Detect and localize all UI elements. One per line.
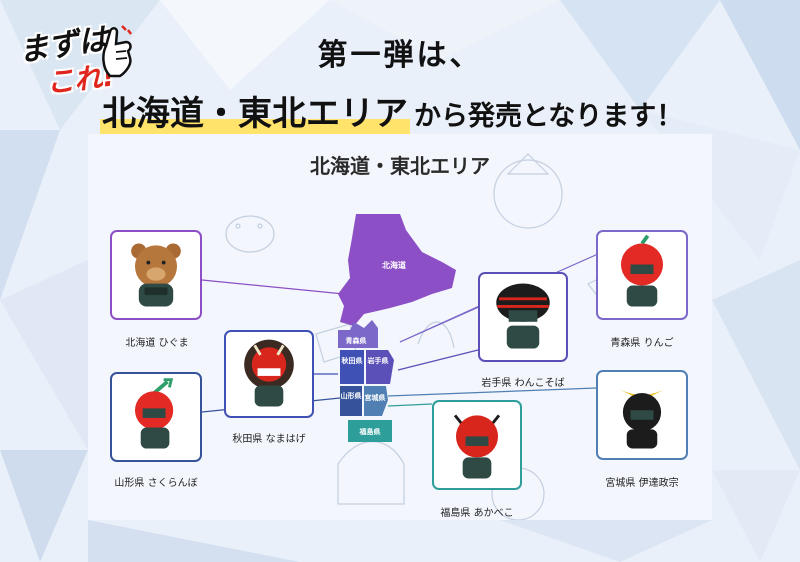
- region-fukushima: [348, 420, 392, 442]
- product-card-datemasamune[interactable]: [596, 370, 688, 460]
- caption-akabeko: 福島県 あかべこ: [440, 508, 514, 519]
- region-iwate: [366, 350, 394, 384]
- wankosoba-mascot-icon: [496, 283, 550, 349]
- connector-iwate: [397, 349, 479, 371]
- tohoku-map: 北海道 青森県 秋田県 岩手県 山形県 宮城県 福島県: [201, 153, 629, 520]
- headline-release-area: 北海道・東北エリアから発売となります！: [100, 86, 780, 135]
- product-card-namahage[interactable]: [224, 330, 314, 418]
- connector-miyagi: [387, 387, 597, 397]
- product-card-higuma[interactable]: [110, 230, 202, 320]
- headline-rest: から発売となります！: [414, 101, 684, 132]
- cherry-mascot-icon: [134, 378, 174, 449]
- namahage-mascot-icon: [244, 339, 294, 407]
- region-label-yamagata: 山形県: [341, 391, 362, 400]
- product-card-sakuranbo[interactable]: [110, 372, 202, 462]
- product-card-akabeko[interactable]: [432, 400, 522, 490]
- region-akita: [340, 350, 364, 384]
- panel-title: 北海道・東北エリア: [310, 154, 490, 178]
- caption-namahage: 秋田県 なまはげ: [232, 434, 306, 445]
- region-label-hokkaido: 北海道: [382, 260, 406, 270]
- product-card-ringo[interactable]: [596, 230, 688, 320]
- region-label-akita: 秋田県: [342, 356, 363, 365]
- connector-hokkaido: [201, 279, 345, 295]
- bear-mascot-icon: [131, 243, 181, 307]
- area-panel: 北海道 青森県 秋田県 岩手県 山形県 宮城県 福島県 北海道・東北エリア 北海: [88, 134, 712, 520]
- headline-highlight: 北海道・東北エリア: [100, 94, 410, 134]
- region-label-aomori: 青森県: [346, 336, 367, 345]
- region-hokkaido: [338, 214, 456, 326]
- caption-higuma: 北海道 ひぐま: [125, 338, 189, 349]
- region-label-fukushima: 福島県: [359, 427, 381, 436]
- caption-ringo: 青森県 りんご: [610, 338, 674, 349]
- caption-wankosoba: 岩手県 わんこそば: [481, 378, 565, 389]
- region-aomori: [338, 320, 378, 348]
- caption-datemasamune: 宮城県 伊達政宗: [605, 478, 679, 489]
- akabeko-mascot-icon: [453, 414, 501, 479]
- samurai-mascot-icon: [619, 389, 665, 449]
- region-miyagi: [364, 386, 388, 416]
- region-yamagata: [340, 386, 362, 416]
- caption-sakuranbo: 山形県 さくらんぼ: [114, 478, 198, 489]
- headline-first-wave: 第一弾は、: [317, 38, 483, 73]
- region-label-miyagi: 宮城県: [365, 393, 386, 402]
- connector-fukushima: [387, 403, 433, 407]
- logo-mazuwa-kore: まずは これ!: [14, 14, 134, 100]
- pointing-hand-icon: [102, 25, 132, 78]
- product-card-wankosoba[interactable]: [478, 272, 568, 362]
- apple-mascot-icon: [620, 234, 664, 307]
- region-label-iwate: 岩手県: [367, 356, 389, 365]
